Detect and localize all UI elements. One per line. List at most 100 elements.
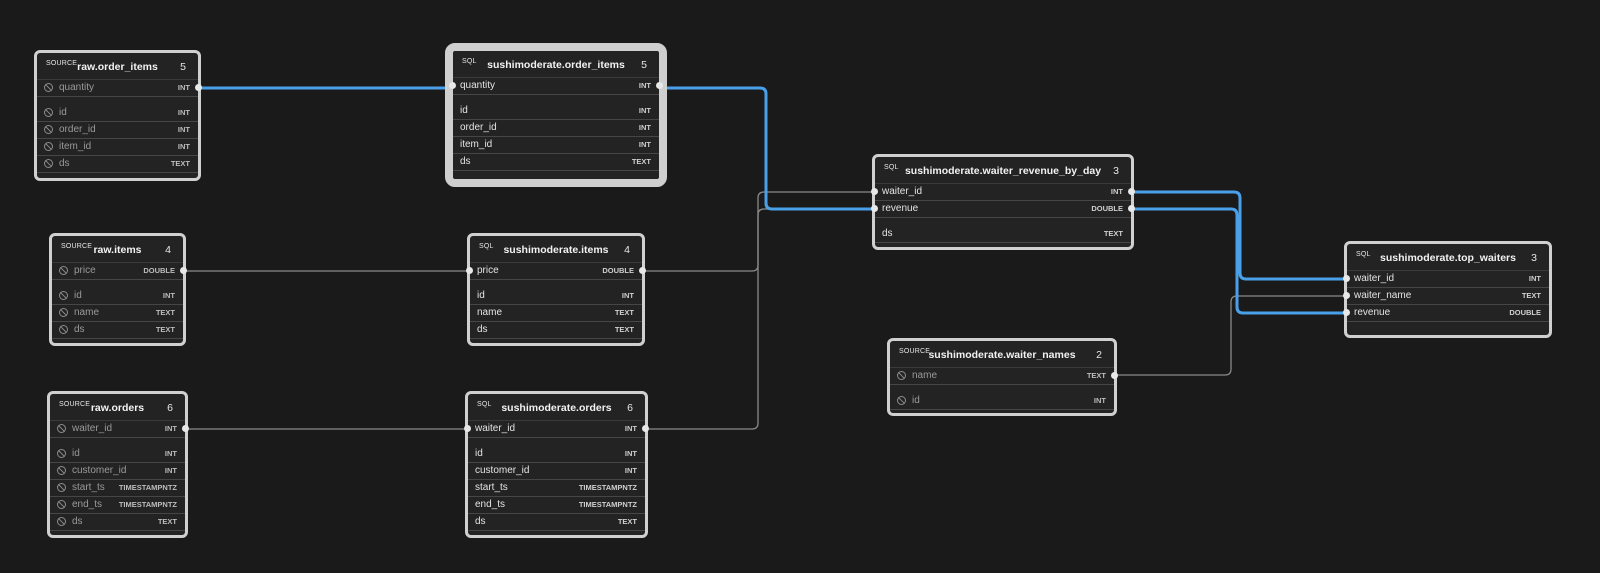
input-port[interactable] bbox=[871, 188, 878, 195]
column-name: id bbox=[72, 448, 80, 459]
input-port[interactable] bbox=[464, 425, 471, 432]
input-port[interactable] bbox=[1343, 309, 1350, 316]
output-port[interactable] bbox=[656, 82, 663, 89]
output-port[interactable] bbox=[195, 84, 202, 91]
column-type: INT bbox=[177, 108, 190, 117]
node-title: raw.items bbox=[93, 244, 142, 256]
column-type: TIMESTAMPNTZ bbox=[578, 500, 637, 509]
edge-quantity-to-revenue-highlighted[interactable] bbox=[660, 86, 877, 211]
input-port[interactable] bbox=[1343, 275, 1350, 282]
column-type: INT bbox=[164, 424, 177, 433]
column-type: INT bbox=[638, 106, 651, 115]
column-count: 3 bbox=[1531, 252, 1537, 264]
input-port[interactable] bbox=[871, 205, 878, 212]
output-port[interactable] bbox=[1128, 188, 1135, 195]
column-type: TEXT bbox=[614, 325, 634, 334]
output-port[interactable] bbox=[1128, 205, 1135, 212]
column-count: 5 bbox=[641, 59, 647, 71]
column-type: INT bbox=[624, 424, 637, 433]
node-kind: SOURCE bbox=[899, 348, 931, 355]
column-name: waiter_id bbox=[1354, 273, 1395, 284]
excluded-icon bbox=[59, 325, 68, 334]
node-kind: SQL bbox=[479, 243, 494, 250]
excluded-icon bbox=[57, 466, 66, 475]
column-count: 4 bbox=[624, 244, 630, 256]
input-port[interactable] bbox=[466, 267, 473, 274]
output-port[interactable] bbox=[182, 425, 189, 432]
edge-revenue-to-top-highlighted[interactable] bbox=[1130, 207, 1349, 315]
node-kind: SQL bbox=[477, 401, 492, 408]
input-port[interactable] bbox=[449, 82, 456, 89]
column-name: id bbox=[475, 448, 483, 459]
input-port[interactable] bbox=[1343, 292, 1350, 299]
column-type: INT bbox=[638, 123, 651, 132]
column-type: INT bbox=[1110, 187, 1123, 196]
column-row[interactable]: waiter_id INT bbox=[871, 184, 1135, 201]
edge-waiter-names-name[interactable] bbox=[1114, 295, 1349, 376]
column-name: price bbox=[477, 265, 499, 276]
column-name: waiter_id bbox=[882, 186, 923, 197]
column-name: ds bbox=[74, 324, 85, 335]
output-port[interactable] bbox=[1111, 372, 1118, 379]
node-title: sushimoderate.waiter_names bbox=[928, 349, 1076, 361]
excluded-icon bbox=[57, 483, 66, 492]
column-name: order_id bbox=[59, 124, 96, 135]
edge-orders-waiter-id-to-waiter-id[interactable] bbox=[643, 191, 877, 430]
excluded-icon bbox=[59, 308, 68, 317]
edge-waiter-id-to-top-highlighted[interactable] bbox=[1130, 190, 1349, 281]
output-port[interactable] bbox=[642, 425, 649, 432]
column-type: INT bbox=[164, 466, 177, 475]
output-port[interactable] bbox=[639, 267, 646, 274]
output-port[interactable] bbox=[180, 267, 187, 274]
excluded-icon bbox=[57, 500, 66, 509]
column-count: 3 bbox=[1113, 165, 1119, 177]
